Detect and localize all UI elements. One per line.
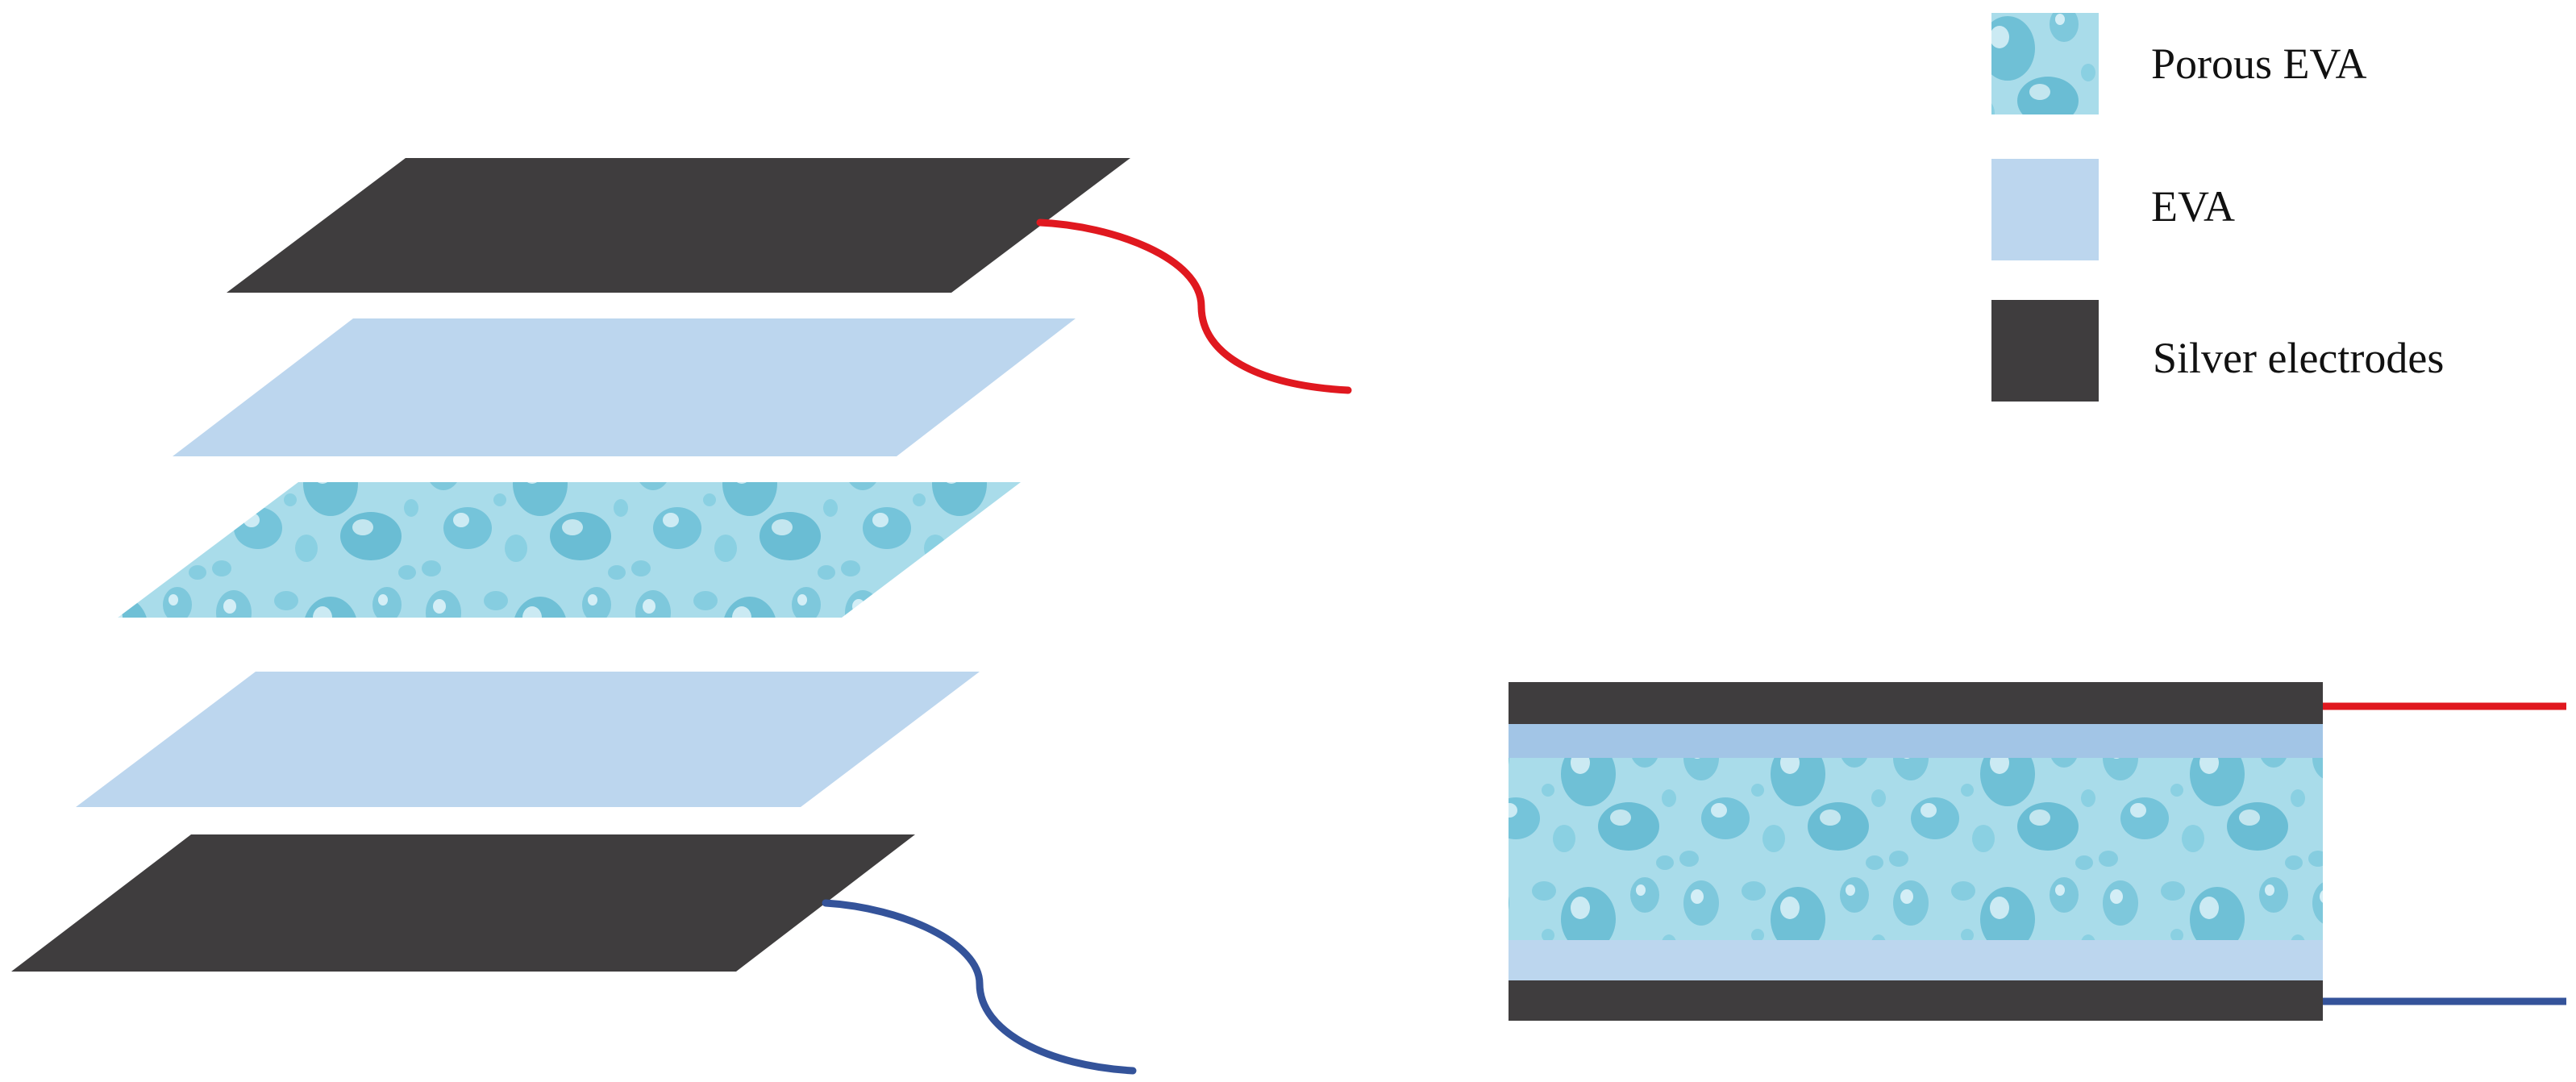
porous-eva-layer bbox=[118, 482, 1021, 618]
lower-eva-layer bbox=[76, 672, 980, 807]
bottom-silver-electrode-layer bbox=[11, 834, 915, 972]
porous-eva-swatch-icon bbox=[1991, 13, 2099, 114]
cross-section-lower-eva bbox=[1509, 940, 2323, 980]
bottom-wire bbox=[822, 899, 1137, 1075]
cross-section-porous-eva bbox=[1509, 758, 2323, 940]
silver-electrodes-swatch-icon bbox=[1991, 300, 2099, 402]
legend-label-silver-electrodes: Silver electrodes bbox=[2153, 334, 2444, 382]
legend-label-eva: EVA bbox=[2151, 182, 2235, 231]
exploded-stack bbox=[11, 158, 1352, 1075]
top-wire bbox=[1036, 218, 1352, 394]
cross-section-bottom-electrode bbox=[1509, 980, 2323, 1021]
cross-section-upper-eva bbox=[1509, 724, 2323, 758]
cross-section bbox=[1509, 682, 2566, 1021]
top-silver-electrode-layer bbox=[227, 158, 1130, 293]
upper-eva-layer bbox=[173, 318, 1076, 456]
eva-swatch-icon bbox=[1991, 159, 2099, 260]
cross-section-top-electrode bbox=[1509, 682, 2323, 724]
legend-label-porous-eva: Porous EVA bbox=[2151, 40, 2367, 88]
legend: Porous EVA EVA Silver electrodes bbox=[1991, 13, 2444, 402]
